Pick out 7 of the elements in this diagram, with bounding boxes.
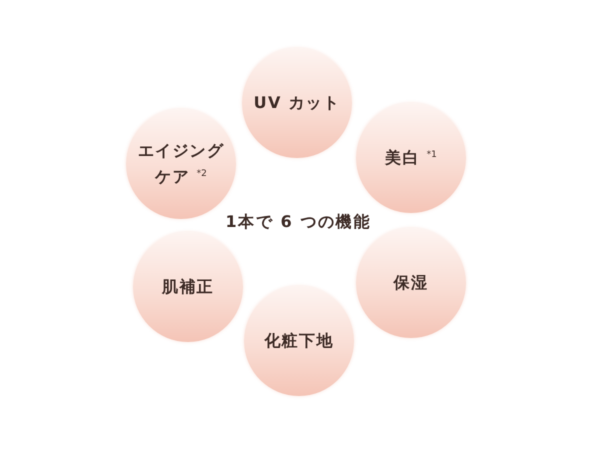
feature-label: UV カット (254, 92, 340, 114)
feature-label: 保湿 (394, 272, 428, 294)
feature-label: 肌補正 (162, 276, 214, 298)
center-heading: 1本で 6 つの機能 (226, 212, 371, 232)
feature-label: エイジングケア $^{*2}$ (136, 140, 226, 188)
feature-label: 化粧下地 (264, 330, 334, 352)
feature-label: 美白 $^{*1}$ (385, 147, 437, 170)
